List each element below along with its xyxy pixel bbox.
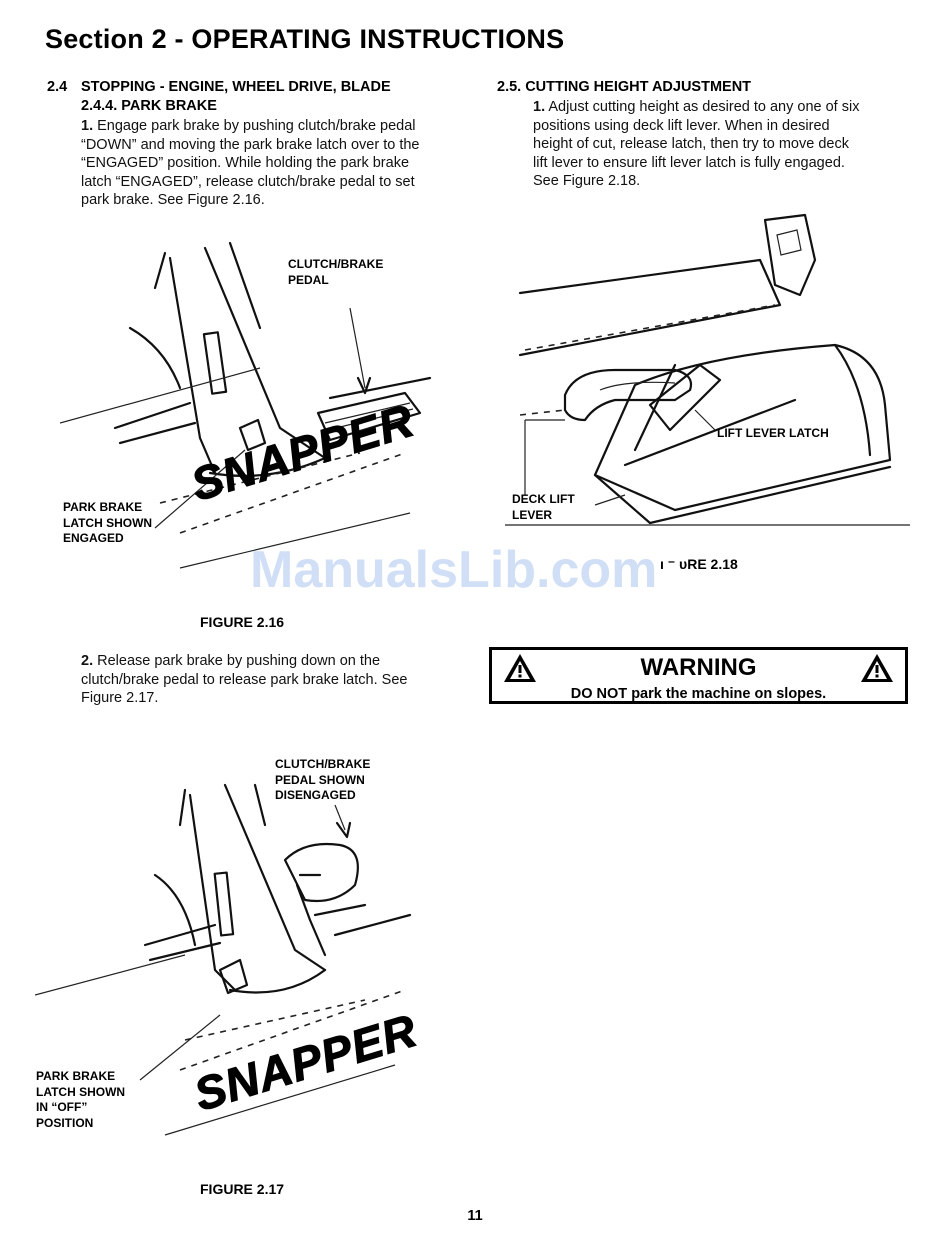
- step-1-paragraph: 1. Adjust cutting height as desired to a…: [533, 98, 905, 191]
- watermark: ManualsLib.com: [250, 541, 658, 599]
- text-line: park brake. See Figure 2.16.: [81, 192, 265, 209]
- text-line: latch “ENGAGED”, release clutch/brake pe…: [81, 173, 415, 190]
- warning-triangle-icon: [861, 654, 893, 682]
- callout-park-brake-latch: PARK BRAKE LATCH SHOWN ENGAGED: [63, 500, 153, 545]
- text-line: height of cut, release latch, then try t…: [533, 136, 849, 153]
- text-line: Engage park brake by pushing clutch/brak…: [97, 118, 416, 134]
- figure-2-16-illustration: [60, 241, 432, 569]
- section-heading: STOPPING - ENGINE, WHEEL DRIVE, BLADE: [81, 79, 391, 95]
- text-line: lift lever to ensure lift lever latch is…: [533, 154, 845, 171]
- text-line: positions using deck lift lever. When in…: [533, 117, 830, 134]
- subsection-heading: 2.4.4. PARK BRAKE: [81, 98, 217, 114]
- text-line: “ENGAGED” position. While holding the pa…: [81, 155, 410, 172]
- step-number: 1.: [533, 99, 546, 115]
- step-number: 1.: [81, 118, 94, 134]
- callout-park-brake-latch: PARK BRAKE LATCH SHOWN IN “OFF” POSITION: [36, 1069, 126, 1130]
- text-line: clutch/brake pedal to release park brake…: [81, 671, 408, 688]
- callout-deck-lift-lever: DECK LIFT LEVER: [512, 492, 575, 522]
- text-line: See Figure 2.18.: [533, 173, 641, 190]
- section-heading-number: 2.4: [47, 79, 68, 95]
- figure-caption: ı ⁻ ᴜRE 2.18: [660, 556, 738, 572]
- warning-triangle-icon: [504, 654, 536, 682]
- figure-2-18-illustration: [505, 213, 910, 526]
- step-2-paragraph: 2. Release park brake by pushing down on…: [81, 652, 453, 708]
- callout-lift-lever-latch: LIFT LEVER LATCH: [717, 426, 829, 440]
- page-number: 11: [467, 1208, 483, 1224]
- warning-text: DO NOT park the machine on slopes.: [570, 686, 827, 702]
- figure-2-17-illustration: [35, 783, 412, 1136]
- text-line: Release park brake by pushing down on th…: [97, 653, 381, 669]
- text-line: Figure 2.17.: [81, 690, 159, 707]
- callout-clutch-brake-pedal: CLUTCH/BRAKE PEDAL SHOWN DISENGAGED: [275, 757, 371, 802]
- figure-caption: FIGURE 2.16: [200, 614, 285, 630]
- figure-caption: FIGURE 2.17: [200, 1181, 285, 1197]
- warning-box: WARNING DO NOT park the machine on slope…: [489, 647, 908, 704]
- warning-title: WARNING: [640, 654, 757, 681]
- text-line: Adjust cutting height as desired to any …: [548, 99, 860, 115]
- step-number: 2.: [81, 653, 94, 669]
- step-1-paragraph: 1. Engage park brake by pushing clutch/b…: [81, 117, 453, 210]
- text-line: “DOWN” and moving the park brake latch o…: [81, 136, 420, 153]
- page-title: Section 2 - OPERATING INSTRUCTIONS: [45, 24, 565, 54]
- callout-clutch-brake-pedal: CLUTCH/BRAKE PEDAL: [288, 257, 384, 287]
- section-heading: 2.5. CUTTING HEIGHT ADJUSTMENT: [497, 79, 752, 95]
